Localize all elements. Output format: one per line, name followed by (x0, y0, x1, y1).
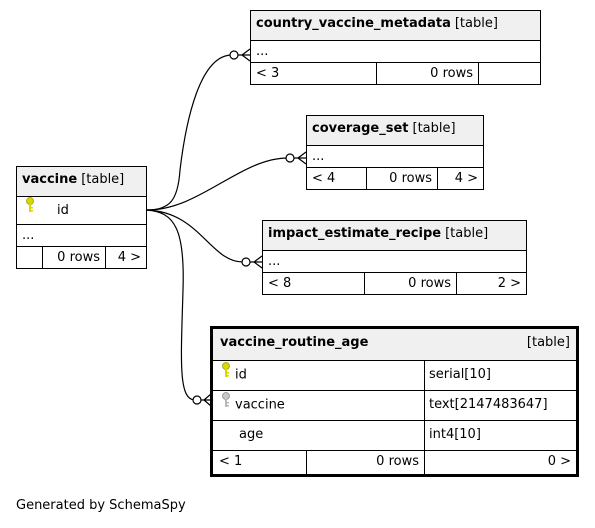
table-name: impact_estimate_recipe (268, 226, 442, 241)
table-vaccine[interactable]: vaccine[table] id ... 0 rows 4 > (16, 166, 147, 269)
crowfoot-impact-estimate-recipe (241, 255, 263, 269)
table-type: [table] (526, 335, 570, 350)
primary-key-icon (221, 361, 231, 389)
ellipsis-placeholder: ... (268, 254, 281, 269)
column-name-cell: id (213, 361, 424, 390)
table-header[interactable]: country_vaccine_metadata[table] (251, 11, 540, 40)
column-name: vaccine (235, 397, 285, 413)
table-header[interactable]: coverage_set[table] (307, 116, 483, 145)
table-name: vaccine (22, 172, 78, 187)
edge-vaccine-coverage-set (146, 157, 289, 211)
column-name-cell: age (213, 421, 424, 450)
children-count[interactable] (478, 63, 540, 84)
row-count: 0 rows (366, 168, 437, 189)
foreign-key-icon (221, 391, 231, 419)
column-id: id (17, 197, 146, 224)
table-stats-row: < 3 0 rows (251, 62, 540, 84)
primary-key-icon (25, 197, 35, 223)
row-count: 0 rows (364, 273, 456, 294)
column-name-cell: vaccine (213, 391, 424, 420)
footer-credit: Generated by SchemaSpy (16, 498, 186, 513)
column-name: id (57, 202, 69, 218)
column-type: int4[10] (424, 421, 576, 450)
row-count: 0 rows (42, 247, 105, 268)
parents-count[interactable]: < 4 (312, 171, 336, 186)
table-type: [table] (81, 172, 125, 187)
parents-count[interactable] (17, 247, 42, 268)
column-name: age (239, 427, 264, 442)
children-count[interactable]: 4 > (105, 247, 146, 268)
column-row-id[interactable]: id serial[10] (213, 360, 576, 390)
column-type: serial[10] (424, 361, 576, 390)
table-coverage-set[interactable]: coverage_set[table] ... < 4 0 rows 4 > (306, 115, 484, 190)
parents-count[interactable]: < 3 (256, 66, 280, 81)
column-row-id[interactable]: id (17, 196, 146, 224)
crowfoot-coverage-set (285, 151, 307, 165)
table-stats-row: < 1 0 rows 0 > (213, 450, 576, 474)
table-name: vaccine_routine_age (220, 335, 369, 350)
table-header[interactable]: vaccine[table] (17, 167, 146, 196)
parents-count[interactable]: < 8 (268, 276, 292, 291)
children-count[interactable]: 0 > (424, 451, 576, 474)
table-header[interactable]: vaccine_routine_age [table] (213, 329, 576, 360)
table-type: [table] (445, 226, 489, 241)
ellipsis-placeholder: ... (256, 44, 269, 59)
column-row-vaccine[interactable]: vaccine text[2147483647] (213, 390, 576, 420)
table-header[interactable]: impact_estimate_recipe[table] (263, 221, 526, 250)
children-count[interactable]: 4 > (437, 168, 483, 189)
table-name: coverage_set (312, 121, 409, 136)
edge-vaccine-impact-estimate-recipe (146, 209, 244, 263)
crowfoot-vaccine-routine-age (192, 393, 212, 407)
row-count: 0 rows (376, 63, 478, 84)
table-country-vaccine-metadata[interactable]: country_vaccine_metadata[table] ... < 3 … (250, 10, 541, 85)
row-count: 0 rows (306, 451, 424, 474)
edge-vaccine-vaccine-routine-age (146, 209, 196, 401)
parents-count[interactable]: < 1 (219, 454, 243, 469)
ellipsis-placeholder: ... (312, 149, 325, 164)
table-body: ... (263, 250, 526, 272)
table-stats-row: 0 rows 4 > (17, 246, 146, 268)
children-count[interactable]: 2 > (456, 273, 526, 294)
column-row-age[interactable]: age int4[10] (213, 420, 576, 450)
table-stats-row: < 8 0 rows 2 > (263, 272, 526, 294)
table-stats-row: < 4 0 rows 4 > (307, 167, 483, 189)
table-body: ... (307, 145, 483, 167)
column-type: text[2147483647] (424, 391, 576, 420)
table-impact-estimate-recipe[interactable]: impact_estimate_recipe[table] ... < 8 0 … (262, 220, 527, 295)
table-body: ... (17, 224, 146, 246)
table-type: [table] (454, 16, 498, 31)
ellipsis-placeholder: ... (22, 228, 35, 243)
table-vaccine-routine-age[interactable]: vaccine_routine_age [table] id serial[10]… (210, 326, 579, 477)
table-body: ... (251, 40, 540, 62)
table-type: [table] (412, 121, 456, 136)
edge-vaccine-country-vaccine-metadata (146, 54, 233, 211)
crowfoot-country-vaccine-metadata (229, 48, 251, 62)
column-name: id (235, 367, 247, 383)
table-name: country_vaccine_metadata (256, 16, 451, 31)
